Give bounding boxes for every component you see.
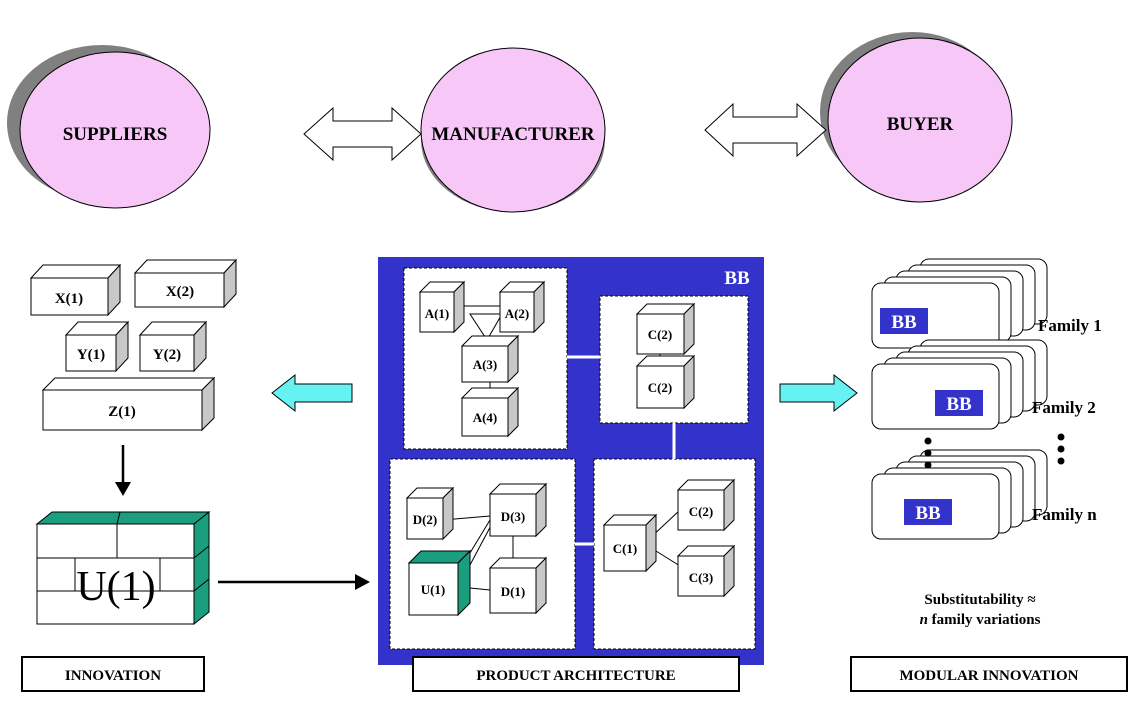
x2-label: X(2) (166, 284, 194, 300)
cube-a3: A(3) (460, 334, 520, 384)
a2-label: A(2) (505, 306, 530, 321)
z1-label: Z(1) (108, 404, 136, 420)
family-1-bb: BB (891, 312, 917, 333)
family-n-stack: BB (871, 449, 1048, 540)
cube-z1: Z(1) (41, 376, 216, 432)
vertical-ellipsis-cards (924, 437, 932, 469)
product-architecture-label-box: PRODUCT ARCHITECTURE (412, 656, 740, 692)
family-2-label: Family 2 (1032, 398, 1096, 417)
cube-c2-bottom: C(2) (635, 354, 696, 410)
family-2-bb: BB (946, 394, 972, 415)
substitutability-caption: Substitutability ≈ n family variations (880, 590, 1080, 630)
n-variable: n (919, 612, 928, 628)
d3-label: D(3) (501, 509, 526, 524)
vertical-ellipsis-labels (1057, 433, 1065, 465)
double-arrow-left (303, 106, 422, 162)
cube-y2: Y(2) (138, 320, 208, 373)
cube-c3: C(3) (676, 544, 736, 598)
cube-a1: A(1) (418, 280, 466, 334)
c2-top-label: C(2) (648, 327, 673, 342)
cube-d1: D(1) (488, 556, 548, 615)
cube-d2: D(2) (405, 486, 455, 541)
c2-right-label: C(2) (689, 504, 714, 519)
suppliers-label: SUPPLIERS (63, 124, 168, 145)
a3-label: A(3) (473, 357, 498, 372)
cube-c2-top: C(2) (635, 302, 696, 356)
cube-c1: C(1) (602, 513, 658, 573)
a4-label: A(4) (473, 410, 498, 425)
a-triangle (469, 313, 503, 341)
cube-x1: X(1) (29, 263, 122, 317)
a1-label: A(1) (425, 306, 450, 321)
family-1-label: Family 1 (1038, 316, 1102, 335)
family-2-stack: BB (871, 339, 1048, 430)
modular-innovation-label-box: MODULAR INNOVATION (850, 656, 1128, 692)
cube-u1-arch: U(1) (407, 549, 472, 617)
down-arrow (115, 445, 131, 496)
family-n-label: Family n (1032, 505, 1097, 524)
cube-a4: A(4) (460, 386, 520, 438)
y2-label: Y(2) (153, 347, 181, 363)
substitutability-line-2: n family variations (880, 610, 1080, 630)
c3-label: C(3) (689, 570, 714, 585)
d2-label: D(2) (413, 512, 438, 527)
family-1-stack: BB (871, 258, 1048, 349)
cyan-arrow-right (779, 373, 858, 413)
manufacturer-node: MANUFACTURER (420, 47, 606, 213)
manufacturer-label: MANUFACTURER (431, 124, 595, 145)
cube-y1: Y(1) (64, 320, 130, 373)
substitutability-line-1: Substitutability ≈ (924, 592, 1036, 608)
x1-label: X(1) (55, 291, 83, 307)
y1-label: Y(1) (77, 347, 105, 363)
c2-bottom-label: C(2) (648, 380, 673, 395)
u1-big-label: U(1) (76, 564, 155, 610)
cube-c2-right: C(2) (676, 478, 736, 532)
c1-label: C(1) (613, 541, 638, 556)
cube-x2: X(2) (133, 258, 238, 309)
cube-d3: D(3) (488, 482, 548, 538)
double-arrow-right (704, 102, 827, 158)
right-arrow-to-architecture (218, 574, 370, 590)
innovation-label-box: INNOVATION (21, 656, 205, 692)
suppliers-node: SUPPLIERS (7, 45, 211, 209)
u1-innovation-block: U(1) (35, 510, 211, 626)
buyer-node: BUYER (820, 32, 1013, 203)
cube-a2: A(2) (498, 280, 546, 334)
family-n-bb: BB (915, 503, 941, 524)
architecture-bb-label: BB (724, 268, 750, 289)
u1-arch-label: U(1) (421, 582, 446, 597)
cyan-arrow-left (271, 373, 353, 413)
substitutability-rest: family variations (927, 612, 1041, 628)
buyer-label: BUYER (887, 114, 954, 135)
d1-label: D(1) (501, 584, 526, 599)
